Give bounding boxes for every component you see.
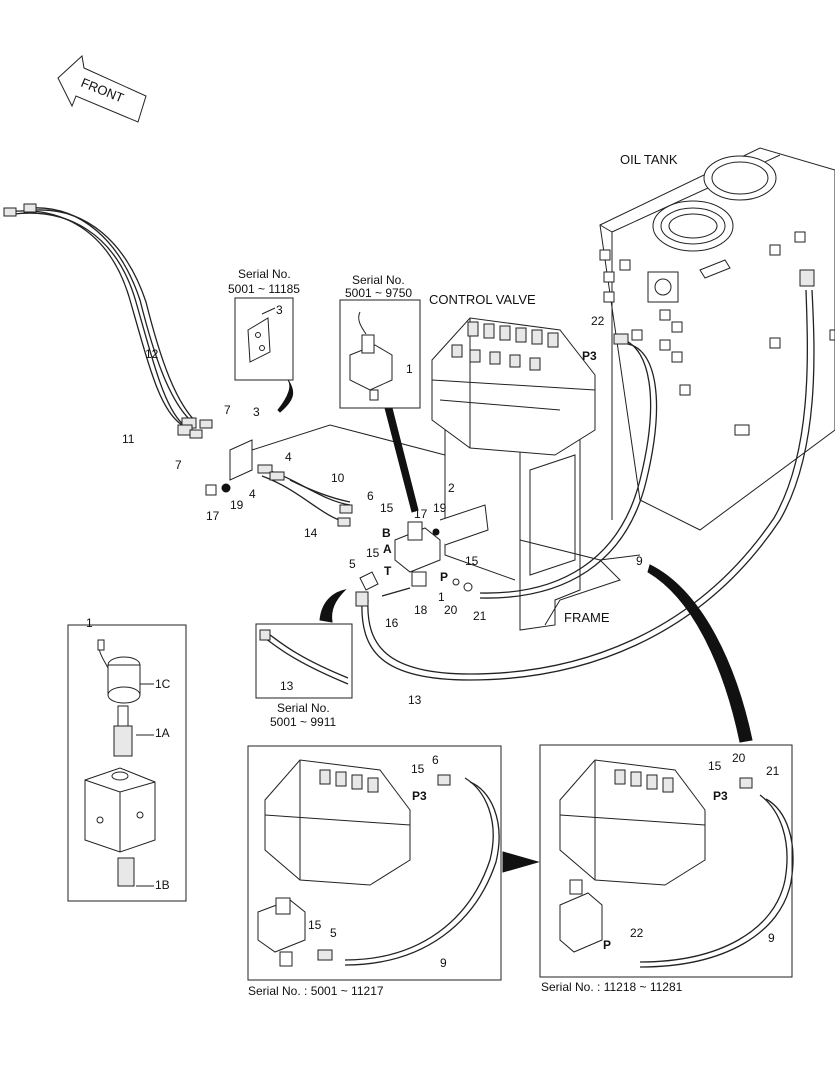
front-arrow: FRONT — [57, 55, 147, 123]
control-valve-label: CONTROL VALVE — [429, 292, 536, 307]
inset-hose13: 13 Serial No. 5001 ~ 9911 — [255, 623, 353, 729]
right-callout-9: 9 — [768, 931, 775, 945]
left-callout-9: 9 — [440, 956, 447, 970]
port-p3-main: P3 — [582, 349, 597, 363]
inset-left-caption: Serial No. : 5001 ~ 11217 — [248, 984, 384, 998]
callout-10: 10 — [331, 471, 345, 485]
callout-3: 3 — [253, 405, 260, 419]
inset-right-bottom: Serial No. : 11218 ~ 11281 — [539, 744, 794, 994]
callout-7-bottom: 7 — [175, 458, 182, 472]
callout-19-right: 19 — [433, 501, 447, 515]
callouts-left-inset: 15 6 15 5 9 — [308, 753, 447, 970]
callout-20: 20 — [444, 603, 458, 617]
left-callout-15b: 15 — [308, 918, 322, 932]
callout-5: 5 — [349, 557, 356, 571]
hoses-11-12 — [3, 203, 213, 439]
inset-valve-part: 1 — [406, 362, 413, 376]
left-callout-5: 5 — [330, 926, 337, 940]
pointer-bracket — [277, 379, 294, 413]
callouts-main: 12 11 7 7 3 4 4 17 19 10 14 6 15 2 19 17… — [122, 314, 643, 707]
callout-19-left: 19 — [230, 498, 244, 512]
callout-9: 9 — [636, 554, 643, 568]
callout-14: 14 — [304, 526, 318, 540]
callout-1: 1 — [438, 590, 445, 604]
port-a: A — [383, 542, 392, 556]
callout-6: 6 — [367, 489, 374, 503]
pointer-hose13 — [319, 589, 347, 623]
hose-13 — [355, 269, 815, 681]
inset-bracket-serial-title: Serial No. — [238, 267, 291, 281]
inset-detail: 1 1C 1A 1B — [67, 616, 187, 902]
inset-valve-serial-title: Serial No. — [352, 273, 405, 287]
inset-valve: Serial No. 5001 ~ 9750 1 — [339, 273, 421, 409]
callout-15-top: 15 — [380, 501, 394, 515]
port-b: B — [382, 526, 391, 540]
inset-valve-serial-range: 5001 ~ 9750 — [345, 286, 412, 300]
left-callout-6: 6 — [432, 753, 439, 767]
port-t: T — [384, 564, 392, 578]
port-p-right: P — [603, 938, 611, 952]
callout-16: 16 — [385, 616, 399, 630]
inset-hose13-serial-range: 5001 ~ 9911 — [270, 715, 337, 729]
port-p3-right: P3 — [713, 789, 728, 803]
inset-bracket: Serial No. 5001 ~ 11185 3 — [228, 267, 300, 381]
solenoid-valve-center — [359, 504, 489, 597]
callout-13: 13 — [408, 693, 422, 707]
inset-right-caption: Serial No. : 11218 ~ 11281 — [541, 980, 683, 994]
callout-15-mid: 15 — [366, 546, 380, 560]
callout-15-right: 15 — [465, 554, 479, 568]
callout-18: 18 — [414, 603, 428, 617]
inset-bracket-part: 3 — [276, 303, 283, 317]
callout-11: 11 — [122, 432, 135, 446]
right-callout-15: 15 — [708, 759, 722, 773]
oil-tank-label: OIL TANK — [620, 152, 678, 167]
bracket-and-hoses — [205, 424, 446, 527]
detail-label-1b: 1B — [155, 878, 170, 892]
callout-17-left: 17 — [206, 509, 220, 523]
detail-label-1: 1 — [86, 616, 93, 630]
hose-9 — [479, 333, 658, 599]
inset-bracket-serial-range: 5001 ~ 11185 — [228, 282, 300, 296]
right-callout-22: 22 — [630, 926, 644, 940]
right-callout-20: 20 — [732, 751, 746, 765]
callout-17-right: 17 — [414, 507, 428, 521]
pointer-hose9 — [647, 564, 753, 743]
callout-4-bottom: 4 — [249, 487, 256, 501]
detail-label-1c: 1C — [155, 677, 171, 691]
callout-12: 12 — [145, 347, 159, 361]
callouts-right-inset: 20 15 21 22 9 — [630, 751, 780, 945]
callout-21: 21 — [473, 609, 487, 623]
frame-label: FRAME — [564, 610, 610, 625]
port-p3-left: P3 — [412, 789, 427, 803]
inset-hose13-part: 13 — [280, 679, 294, 693]
detail-label-1a: 1A — [155, 726, 170, 740]
callout-22: 22 — [591, 314, 605, 328]
callout-4-top: 4 — [285, 450, 292, 464]
pointer-valve — [384, 407, 419, 513]
transition-arrow — [502, 851, 540, 873]
left-callout-15: 15 — [411, 762, 425, 776]
inset-hose13-serial-title: Serial No. — [277, 701, 330, 715]
callout-7-top: 7 — [224, 403, 231, 417]
port-p: P — [440, 570, 448, 584]
control-valve: CONTROL VALVE — [429, 292, 596, 456]
callout-2: 2 — [448, 481, 455, 495]
right-callout-21: 21 — [766, 764, 780, 778]
inset-left-bottom: Serial No. : 5001 ~ 11217 — [247, 745, 502, 998]
